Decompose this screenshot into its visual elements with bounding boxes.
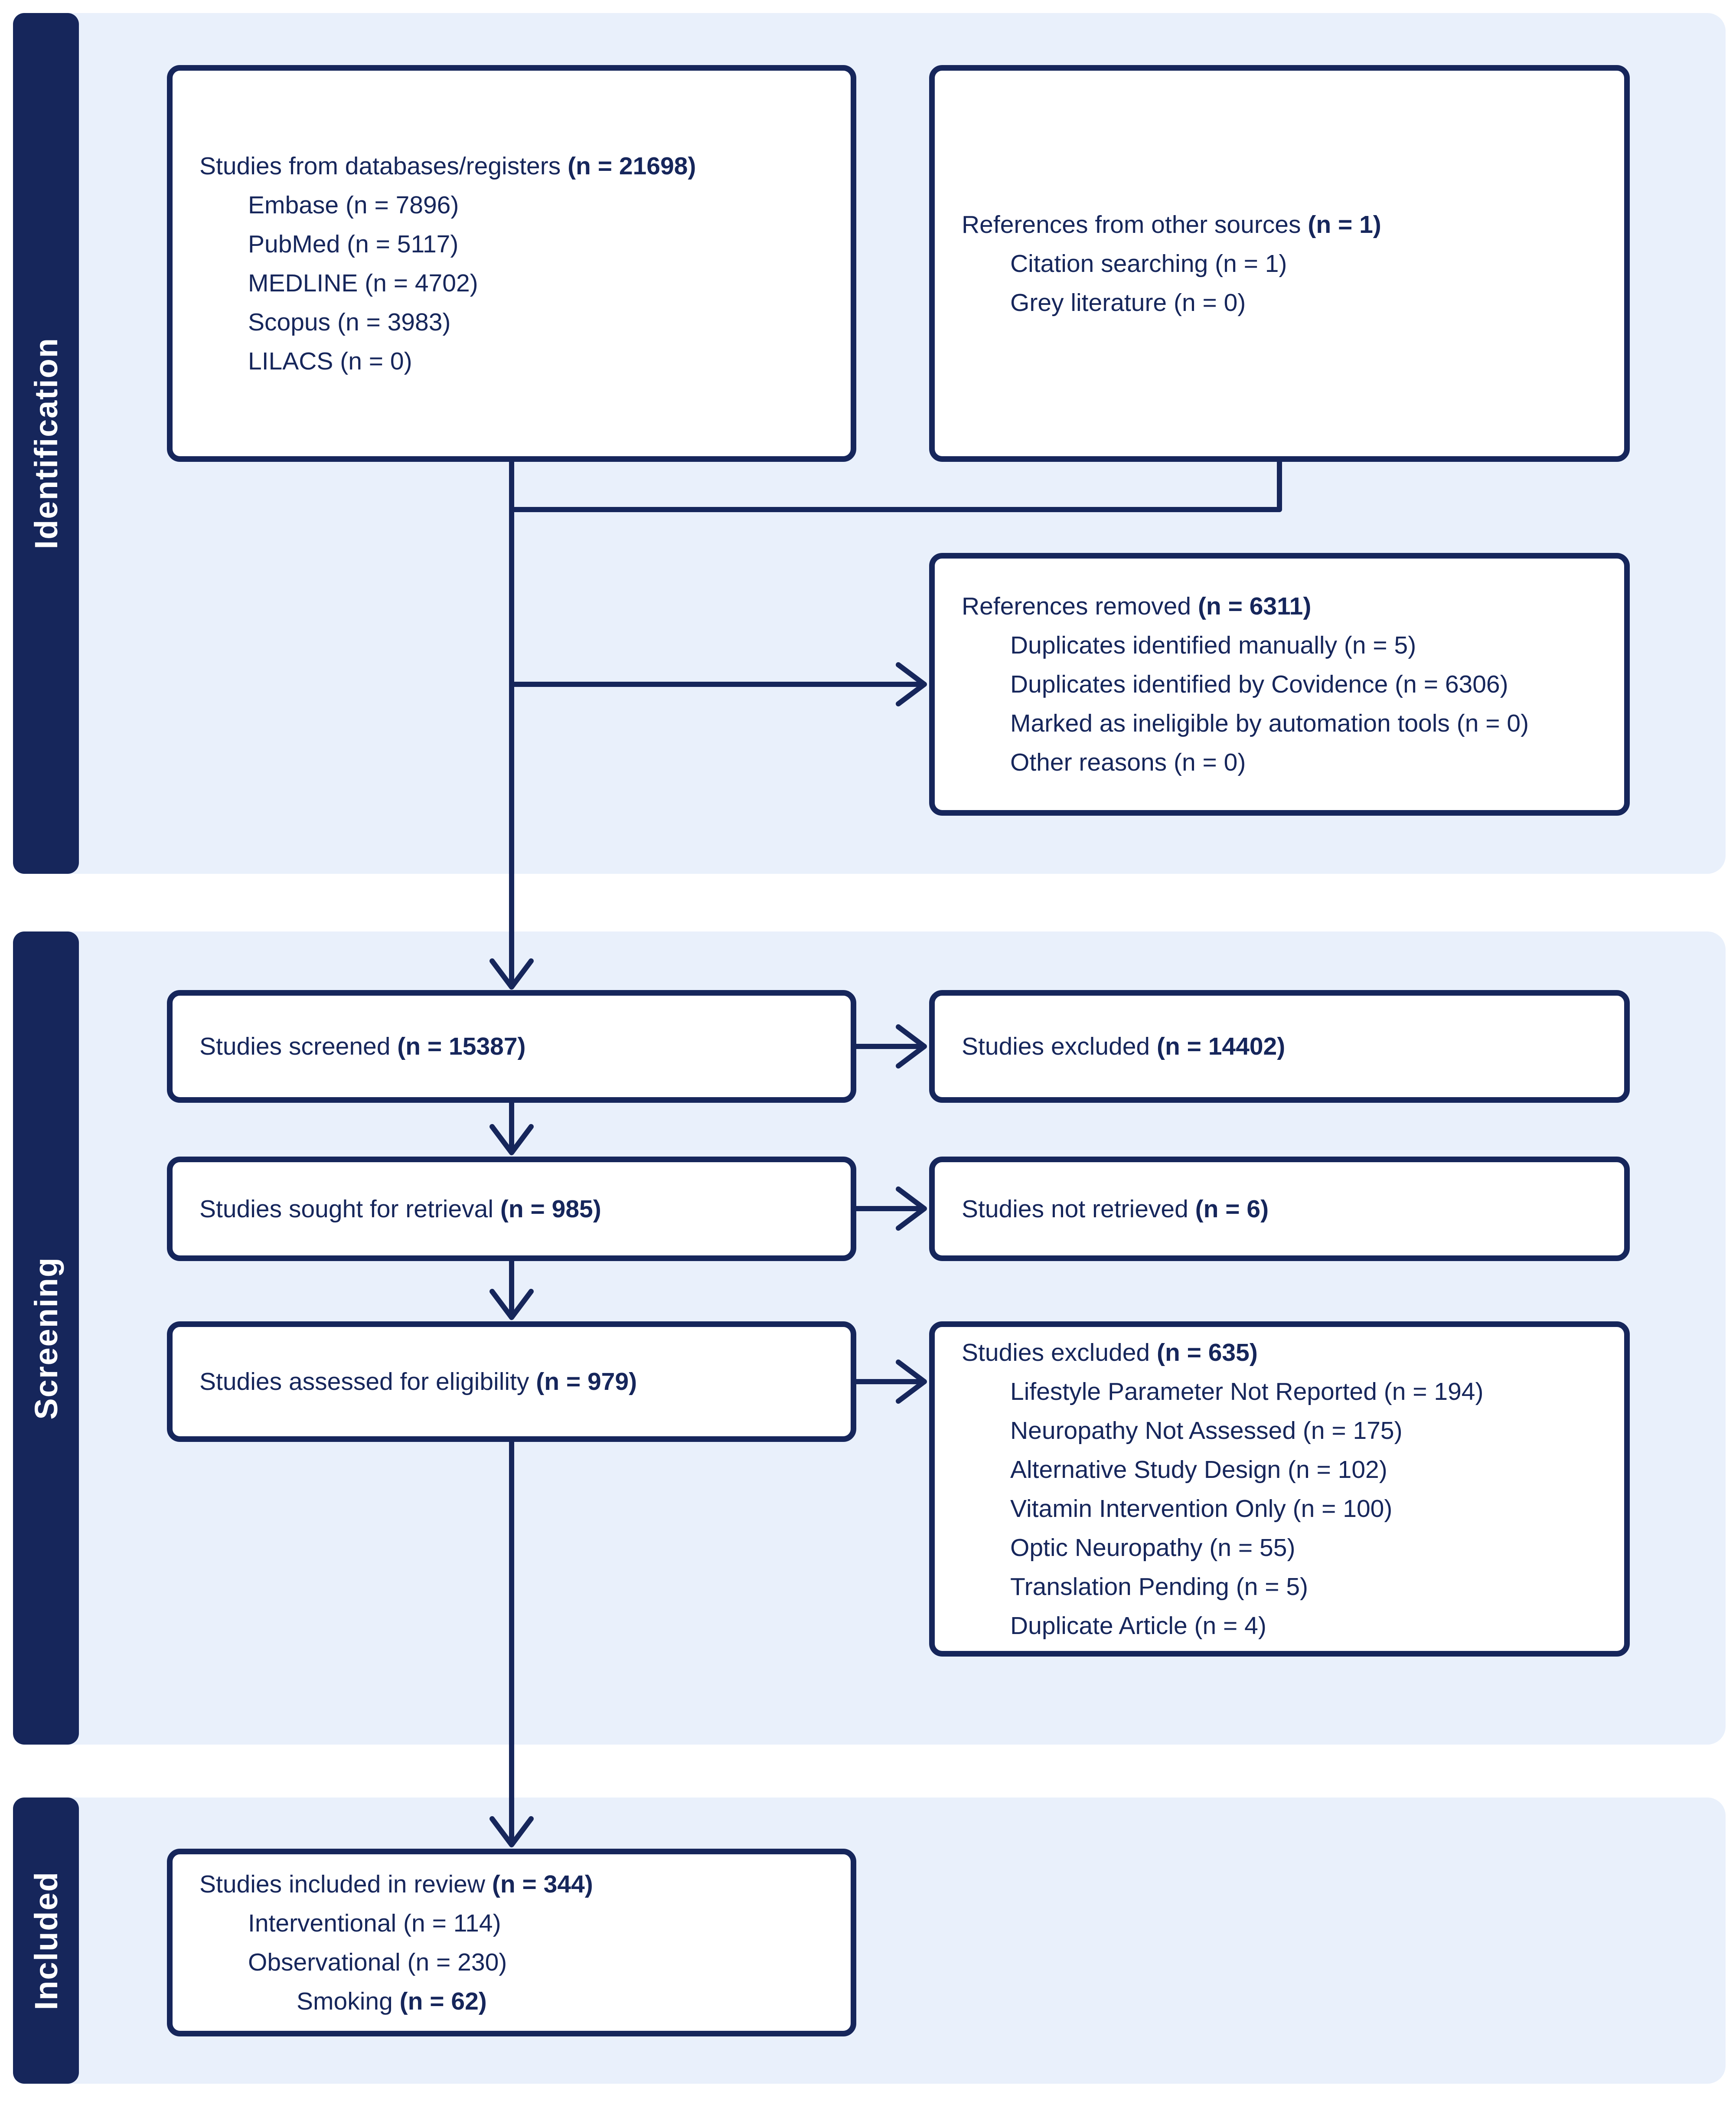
box-line: Studies screened (n = 15387) bbox=[199, 1027, 838, 1066]
line-text: Observational (n = 230) bbox=[248, 1948, 507, 1976]
box-line: Studies excluded (n = 14402) bbox=[962, 1027, 1611, 1066]
line-count-bold: (n = 6311) bbox=[1198, 592, 1312, 620]
box-studies-screened: Studies screened (n = 15387) bbox=[167, 990, 856, 1103]
box-line: Marked as ineligible by automation tools… bbox=[1010, 704, 1611, 743]
box-line: Studies included in review (n = 344) bbox=[199, 1865, 838, 1904]
line-text: References from other sources bbox=[962, 210, 1308, 239]
sidebar-screening: Screening bbox=[13, 931, 79, 1745]
box-line: Duplicates identified manually (n = 5) bbox=[1010, 626, 1611, 665]
line-text: Duplicates identified by Covidence (n = … bbox=[1010, 670, 1508, 698]
box-line: Optic Neuropathy (n = 55) bbox=[1010, 1528, 1611, 1567]
box-line: References from other sources (n = 1) bbox=[962, 205, 1611, 244]
line-text: Studies screened bbox=[199, 1033, 398, 1060]
box-line: Studies excluded (n = 635) bbox=[962, 1333, 1611, 1372]
line-text: Studies included in review bbox=[199, 1870, 492, 1898]
line-text: References removed bbox=[962, 592, 1198, 620]
line-count-bold: (n = 1) bbox=[1308, 210, 1381, 239]
line-count-bold: (n = 344) bbox=[492, 1870, 593, 1898]
box-line: Alternative Study Design (n = 102) bbox=[1010, 1450, 1611, 1489]
box-studies-included-review: Studies included in review (n = 344) Int… bbox=[167, 1849, 856, 2036]
box-line: Translation Pending (n = 5) bbox=[1010, 1567, 1611, 1606]
line-text: Studies not retrieved bbox=[962, 1195, 1195, 1223]
box-line: Lifestyle Parameter Not Reported (n = 19… bbox=[1010, 1372, 1611, 1411]
box-line: References removed (n = 6311) bbox=[962, 587, 1611, 626]
line-text: Duplicates identified manually (n = 5) bbox=[1010, 631, 1416, 659]
line-text: Smoking bbox=[297, 1987, 400, 2015]
box-line: Other reasons (n = 0) bbox=[1010, 743, 1611, 782]
line-text: MEDLINE (n = 4702) bbox=[248, 269, 478, 297]
box-line: Studies sought for retrieval (n = 985) bbox=[199, 1190, 838, 1229]
box-studies-excluded-screening: Studies excluded (n = 14402) bbox=[929, 990, 1630, 1103]
line-count-bold: (n = 6) bbox=[1195, 1195, 1269, 1223]
box-line: Studies not retrieved (n = 6) bbox=[962, 1190, 1611, 1229]
line-text: Interventional (n = 114) bbox=[248, 1909, 501, 1937]
box-studies-excluded-eligibility: Studies excluded (n = 635) Lifestyle Par… bbox=[929, 1321, 1630, 1657]
line-text: Studies assessed for eligibility bbox=[199, 1368, 536, 1396]
box-line: Studies from databases/registers (n = 21… bbox=[199, 147, 838, 186]
box-studies-assessed-eligibility: Studies assessed for eligibility (n = 97… bbox=[167, 1321, 856, 1442]
box-line: Neuropathy Not Assessed (n = 175) bbox=[1010, 1411, 1611, 1450]
box-line: Interventional (n = 114) bbox=[248, 1904, 838, 1943]
box-line: Embase (n = 7896) bbox=[248, 186, 838, 225]
line-count-bold: (n = 14402) bbox=[1156, 1033, 1286, 1060]
box-line: Grey literature (n = 0) bbox=[1010, 283, 1611, 322]
line-count-bold: (n = 62) bbox=[399, 1987, 487, 2015]
box-line: MEDLINE (n = 4702) bbox=[248, 264, 838, 303]
box-line: PubMed (n = 5117) bbox=[248, 225, 838, 264]
line-text: LILACS (n = 0) bbox=[248, 347, 412, 375]
line-text: Optic Neuropathy (n = 55) bbox=[1010, 1533, 1295, 1562]
line-text: Lifestyle Parameter Not Reported (n = 19… bbox=[1010, 1377, 1484, 1405]
box-line: Citation searching (n = 1) bbox=[1010, 244, 1611, 283]
line-text: Scopus (n = 3983) bbox=[248, 308, 451, 336]
box-references-other-sources: References from other sources (n = 1) Ci… bbox=[929, 65, 1630, 462]
line-text: PubMed (n = 5117) bbox=[248, 230, 459, 258]
box-line: Scopus (n = 3983) bbox=[248, 303, 838, 342]
sidebar-identification: Identification bbox=[13, 13, 79, 874]
line-text: Vitamin Intervention Only (n = 100) bbox=[1010, 1494, 1393, 1523]
box-line: Vitamin Intervention Only (n = 100) bbox=[1010, 1489, 1611, 1528]
box-line: Duplicate Article (n = 4) bbox=[1010, 1606, 1611, 1645]
box-references-removed: References removed (n = 6311) Duplicates… bbox=[929, 553, 1630, 816]
line-count-bold: (n = 985) bbox=[500, 1195, 601, 1223]
box-studies-sought-retrieval: Studies sought for retrieval (n = 985) bbox=[167, 1157, 856, 1261]
line-text: Citation searching (n = 1) bbox=[1010, 249, 1287, 278]
sidebar-label-identification: Identification bbox=[28, 337, 64, 549]
box-line: LILACS (n = 0) bbox=[248, 342, 838, 381]
line-text: Grey literature (n = 0) bbox=[1010, 288, 1246, 317]
box-line: Observational (n = 230) bbox=[248, 1943, 838, 1982]
line-text: Neuropathy Not Assessed (n = 175) bbox=[1010, 1416, 1403, 1445]
line-text: Studies excluded bbox=[962, 1338, 1157, 1366]
box-studies-from-databases: Studies from databases/registers (n = 21… bbox=[167, 65, 856, 462]
line-text: Alternative Study Design (n = 102) bbox=[1010, 1455, 1387, 1484]
line-text: Other reasons (n = 0) bbox=[1010, 748, 1246, 776]
line-text: Studies sought for retrieval bbox=[199, 1195, 500, 1223]
box-line: Smoking (n = 62) bbox=[297, 1982, 838, 2021]
box-line: Duplicates identified by Covidence (n = … bbox=[1010, 665, 1611, 704]
line-text: Studies excluded bbox=[962, 1033, 1157, 1060]
sidebar-label-included: Included bbox=[28, 1871, 64, 2010]
line-text: Marked as ineligible by automation tools… bbox=[1010, 709, 1529, 737]
box-studies-not-retrieved: Studies not retrieved (n = 6) bbox=[929, 1157, 1630, 1261]
line-text: Studies from databases/registers bbox=[199, 152, 568, 180]
box-line: Studies assessed for eligibility (n = 97… bbox=[199, 1362, 838, 1401]
line-text: Embase (n = 7896) bbox=[248, 191, 459, 219]
sidebar-included: Included bbox=[13, 1798, 79, 2084]
sidebar-label-screening: Screening bbox=[28, 1256, 64, 1420]
line-count-bold: (n = 15387) bbox=[397, 1033, 526, 1060]
line-text: Translation Pending (n = 5) bbox=[1010, 1572, 1309, 1601]
line-count-bold: (n = 21698) bbox=[568, 152, 696, 180]
line-count-bold: (n = 635) bbox=[1156, 1338, 1258, 1366]
line-text: Duplicate Article (n = 4) bbox=[1010, 1611, 1266, 1640]
line-count-bold: (n = 979) bbox=[536, 1368, 637, 1396]
